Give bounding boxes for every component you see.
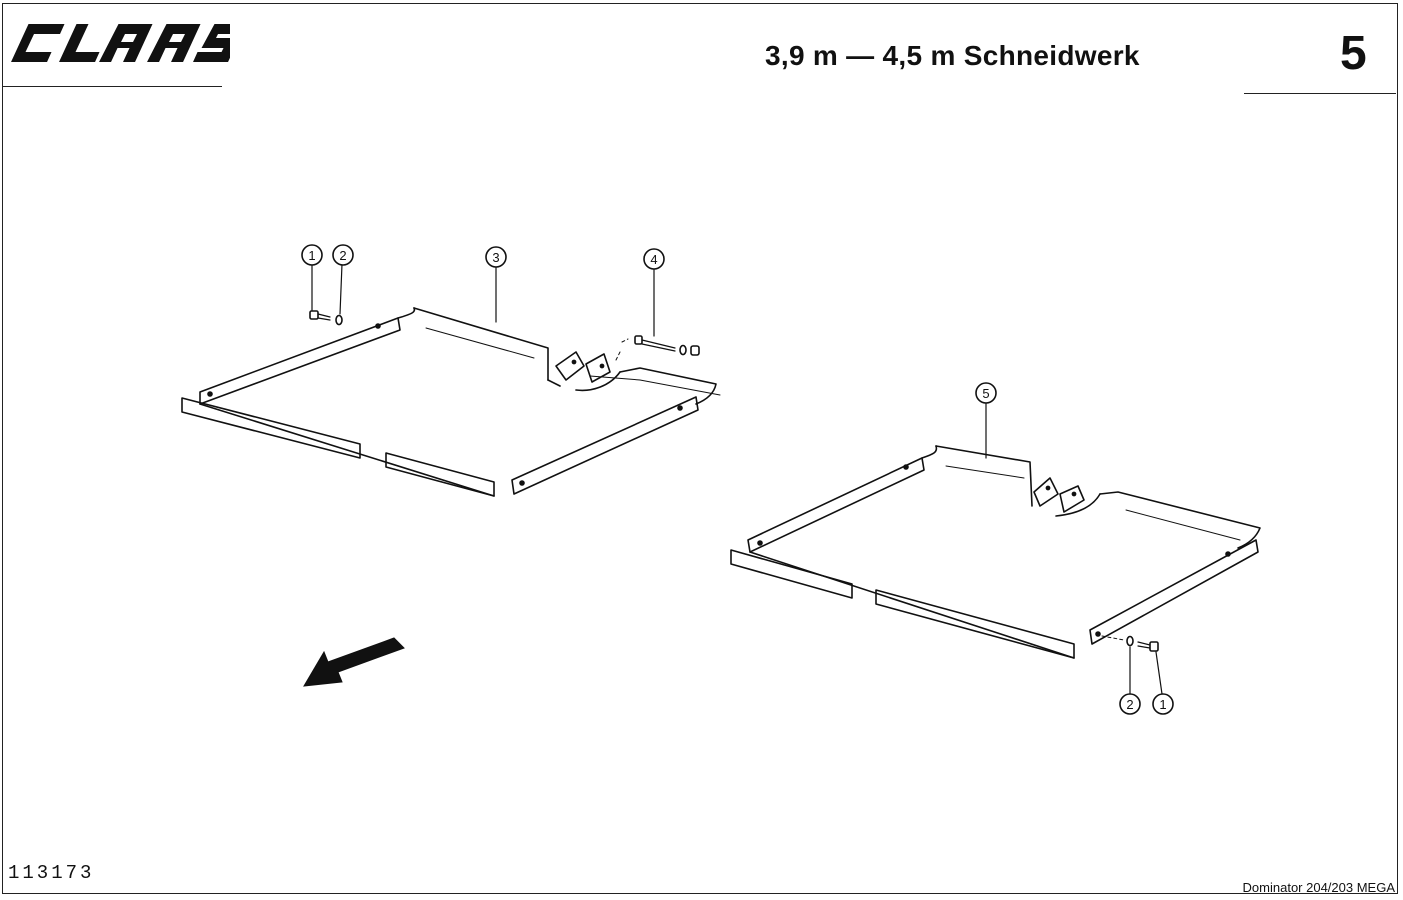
bolt-part-4 (615, 335, 700, 361)
drawing-reference-number: 113173 (8, 862, 95, 884)
machine-model-label: Dominator 204/203 MEGA (1242, 880, 1395, 895)
bolt-right-bottom (1101, 635, 1159, 652)
direction-arrow-icon (303, 637, 405, 687)
page-title: 3,9 m — 4,5 m Schneidwerk (765, 40, 1140, 71)
page-frame (2, 3, 1398, 894)
claas-logo (11, 24, 230, 62)
callout-right-1: 1 (1159, 697, 1166, 712)
page-number-underline (1244, 93, 1396, 94)
callout-left-2: 2 (339, 248, 346, 263)
logo-underline (2, 86, 222, 87)
callout-right-2: 2 (1126, 697, 1133, 712)
callout-left-1: 1 (308, 248, 315, 263)
guard-plate-right (730, 445, 1261, 659)
callout-left-4: 4 (650, 252, 657, 267)
page-number: 5 (1340, 27, 1367, 80)
guard-plate-left (181, 307, 721, 497)
callout-left-3: 3 (492, 250, 499, 265)
bolt-left-top (309, 310, 343, 326)
callout-right-5: 5 (982, 386, 989, 401)
